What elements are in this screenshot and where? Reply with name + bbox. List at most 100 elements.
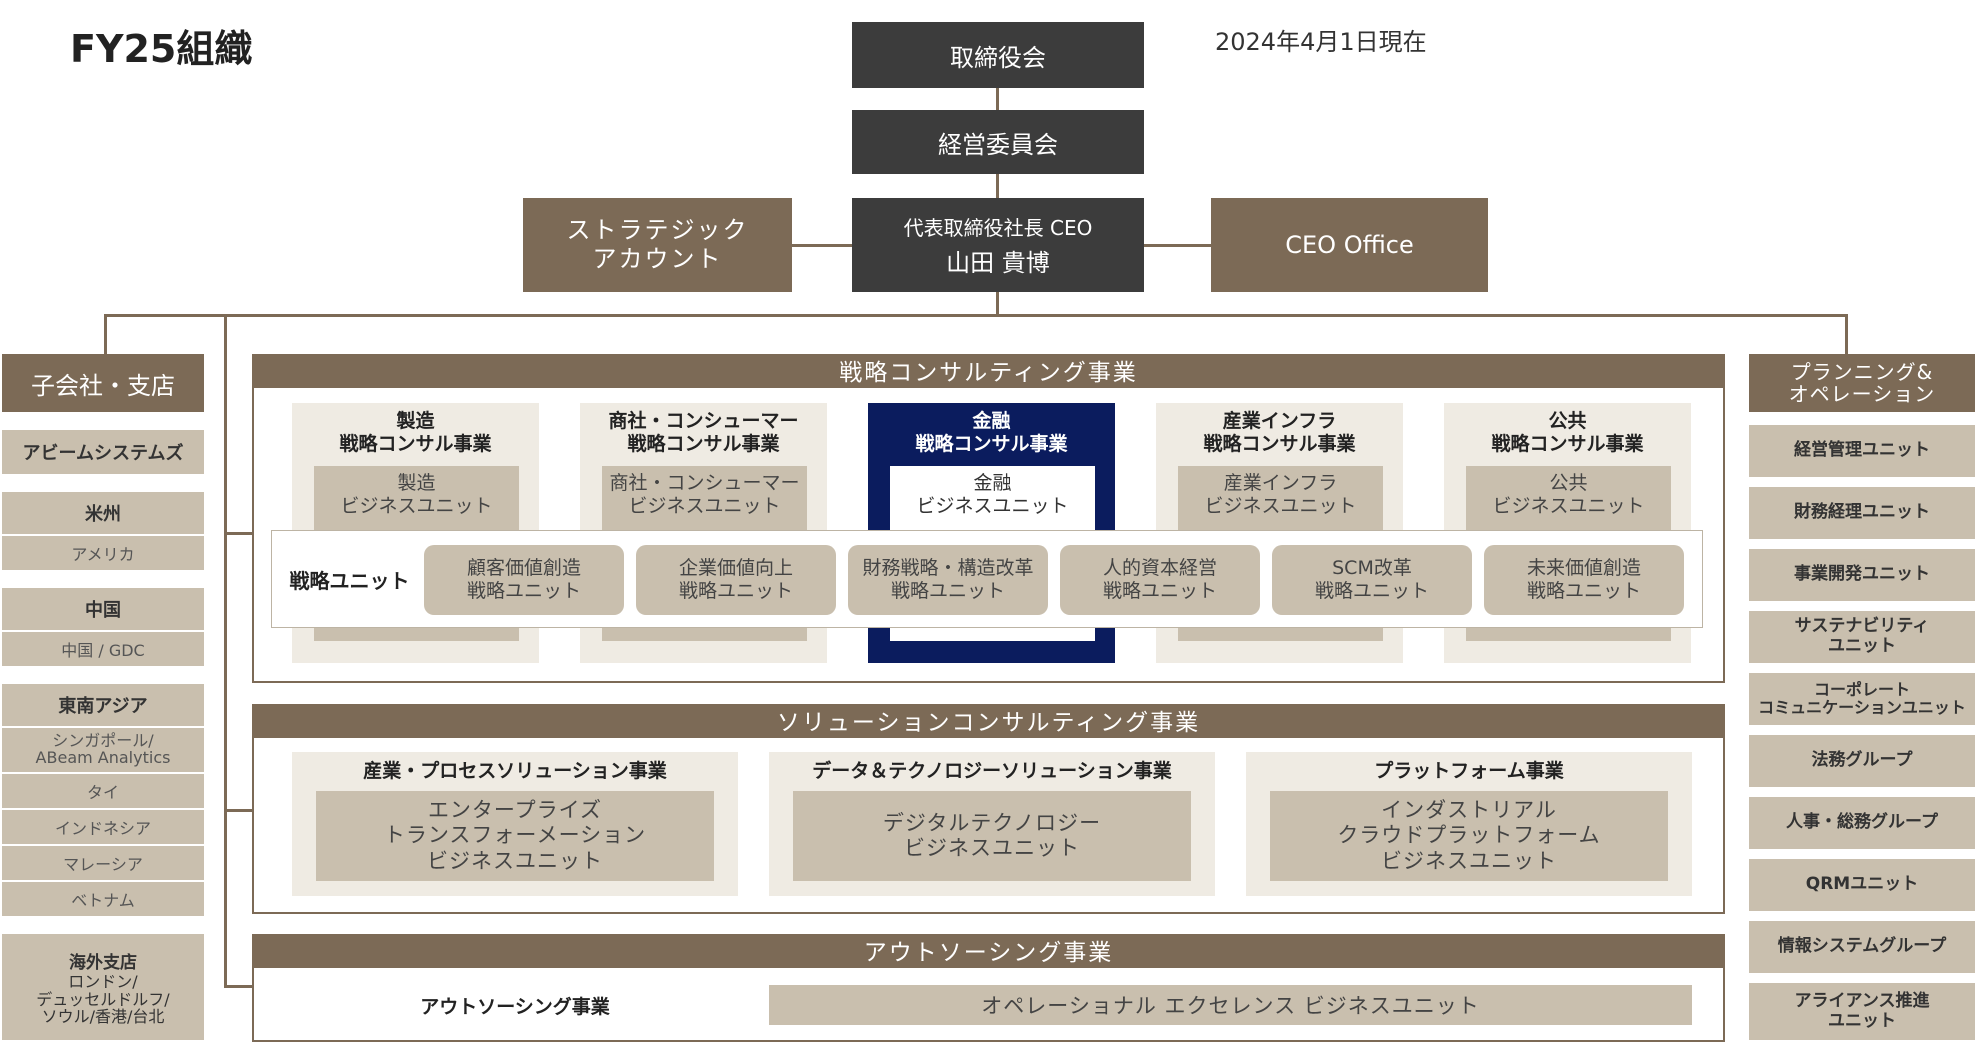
ceo-office-label: CEO Office [1285,231,1414,259]
subsidiaries-header: 子会社・支店 [2,354,204,412]
planning-unit-box: 情報システムグループ [1749,921,1975,973]
overseas-branches-title: 海外支店 [69,953,137,974]
outsourcing-label-text: アウトソーシング事業 [420,995,610,1018]
connector-ceo-office [1143,244,1211,247]
planning-unit-label: 事業開発ユニット [1794,564,1930,585]
business-unit-label: 製造 ビジネスユニット [340,472,493,517]
business-unit-label: 公共 ビジネスユニット [1492,472,1645,517]
us-item-label: アメリカ [71,545,135,564]
planning-unit-label: アライアンス推進 ユニット [1794,990,1930,1031]
abeam-systems-label: アビームシステムズ [22,443,184,464]
planning-unit-label: 人事・総務グループ [1786,812,1938,833]
strategy-unit-pill: 人的資本経営 戦略ユニット [1060,545,1260,615]
solution-unit-label: エンタープライズ トランスフォーメーション ビジネスユニット [383,798,647,873]
sea-item-label: ベトナム [71,891,135,910]
connector-strategy [224,532,252,535]
strategy-unit-band-label: 戦略ユニット [282,530,417,628]
strategy-unit-pill: SCM改革 戦略ユニット [1272,545,1472,615]
planning-header-label: プランニング& オペレーション [1788,360,1936,406]
business-title-text: 製造 戦略コンサル事業 [339,410,492,455]
connector-horizontal [104,314,1848,317]
sea-item-thailand: タイ [2,774,204,808]
overseas-branches-detail: ロンドン/ デュッセルドルフ/ ソウル/香港/台北 [36,972,170,1027]
planning-unit-box: QRMユニット [1749,859,1975,911]
business-title-text: 公共 戦略コンサル事業 [1491,410,1644,455]
page-title: FY25組織 [70,27,253,71]
ceo-role: 代表取締役社長 CEO [903,216,1093,240]
sea-item-indonesia: インドネシア [2,810,204,844]
sea-item-malaysia: マレーシア [2,846,204,880]
solution-unit-label: デジタルテクノロジー ビジネスユニット [882,810,1102,860]
planning-unit-label: 情報システムグループ [1777,936,1947,957]
strategy-unit-pill: 未来価値創造 戦略ユニット [1484,545,1684,615]
outsourcing-unit-box: オペレーショナル エクセレンス ビジネスユニット [769,985,1692,1025]
business-unit-label: 金融 ビジネスユニット [916,472,1069,517]
sea-item-label: タイ [86,783,119,802]
strategy-unit-pill: 財務戦略・構造改革 戦略ユニット [848,545,1048,615]
board-label: 取締役会 [950,43,1046,72]
outsourcing-unit-label: オペレーショナル エクセレンス ビジネスユニット [981,994,1480,1018]
solution-business-title: 産業・プロセスソリューション事業 [292,753,738,785]
china-item-label: 中国 / GDC [61,641,145,660]
business-title-text: 商社・コンシューマー 戦略コンサル事業 [608,410,799,455]
strategic-account-box: ストラテジック アカウント [523,198,792,292]
ceo-name: 山田 貴博 [946,249,1050,277]
strategy-unit-label: 財務戦略・構造改革 戦略ユニット [862,557,1034,602]
sea-region-header: 東南アジア [2,684,204,726]
solution-unit-box: エンタープライズ トランスフォーメーション ビジネスユニット [316,791,714,881]
us-region-header: 米州 [2,492,204,534]
connector-trunk [224,314,227,988]
executive-committee-box: 経営委員会 [852,110,1144,174]
planning-unit-label: 財務経理ユニット [1794,502,1930,523]
business-title: 金融 戦略コンサル事業 [868,405,1115,461]
strategy-unit-pill: 顧客価値創造 戦略ユニット [424,545,624,615]
connector-exec-ceo [996,174,999,198]
solution-consulting-header: ソリューションコンサルティング事業 [252,704,1725,736]
planning-unit-box: アライアンス推進 ユニット [1749,983,1975,1040]
sea-item-singapore: シンガポール/ ABeam Analytics [2,728,204,772]
outsourcing-header: アウトソーシング事業 [252,934,1725,966]
strategy-unit-label: 顧客価値創造 戦略ユニット [466,557,581,602]
business-title-text: 金融 戦略コンサル事業 [915,410,1068,455]
planning-unit-box: 人事・総務グループ [1749,797,1975,849]
as-of-date: 2024年4月1日現在 [1215,28,1427,56]
sea-item-label: マレーシア [63,855,143,874]
strategic-account-label: ストラテジック アカウント [566,216,749,273]
ceo-box: 代表取締役社長 CEO 山田 貴博 [852,198,1144,292]
strategy-unit-label: SCM改革 戦略ユニット [1314,557,1429,602]
planning-unit-box: サステナビリティ ユニット [1749,611,1975,663]
connector-ceo-strategic [792,244,852,247]
business-unit-label: 産業インフラ ビジネスユニット [1204,472,1357,517]
subsidiaries-header-label: 子会社・支店 [31,371,175,400]
solution-unit-box: デジタルテクノロジー ビジネスユニット [793,791,1191,881]
planning-unit-label: サステナビリティ ユニット [1794,616,1930,656]
board-of-directors-box: 取締役会 [852,22,1144,88]
planning-unit-label: 法務グループ [1811,750,1913,771]
connector-solution [224,809,252,812]
solution-business-title: データ＆テクノロジーソリューション事業 [769,753,1215,785]
connector-ceo-down [996,292,999,316]
solution-business-title-text: データ＆テクノロジーソリューション事業 [812,759,1172,782]
solution-business-title-text: プラットフォーム事業 [1374,759,1564,782]
connector-outsourcing [224,985,252,988]
planning-operations-header: プランニング& オペレーション [1749,354,1975,412]
planning-unit-label: コーポレート コミュニケーションユニット [1758,679,1966,717]
strategy-unit-pill: 企業価値向上 戦略ユニット [636,545,836,615]
sea-region-label: 東南アジア [58,696,148,717]
china-region-label: 中国 [85,600,121,621]
strategy-consulting-header-label: 戦略コンサルティング事業 [839,360,1138,386]
solution-business-title-text: 産業・プロセスソリューション事業 [363,759,667,782]
strategy-consulting-header: 戦略コンサルティング事業 [252,354,1725,386]
sea-item-label: インドネシア [54,819,151,838]
sea-item-vietnam: ベトナム [2,882,204,916]
china-region-header: 中国 [2,588,204,630]
planning-unit-box: 財務経理ユニット [1749,487,1975,539]
outsourcing-business-label: アウトソーシング事業 [300,985,730,1025]
overseas-branches-box: 海外支店 ロンドン/ デュッセルドルフ/ ソウル/香港/台北 [2,934,204,1040]
connector-planning [1845,314,1848,354]
solution-consulting-header-label: ソリューションコンサルティング事業 [776,710,1201,736]
abeam-systems-box: アビームシステムズ [2,430,204,474]
strategy-unit-label: 企業価値向上 戦略ユニット [678,557,793,602]
planning-unit-box: 事業開発ユニット [1749,549,1975,601]
business-title-text: 産業インフラ 戦略コンサル事業 [1203,410,1356,455]
